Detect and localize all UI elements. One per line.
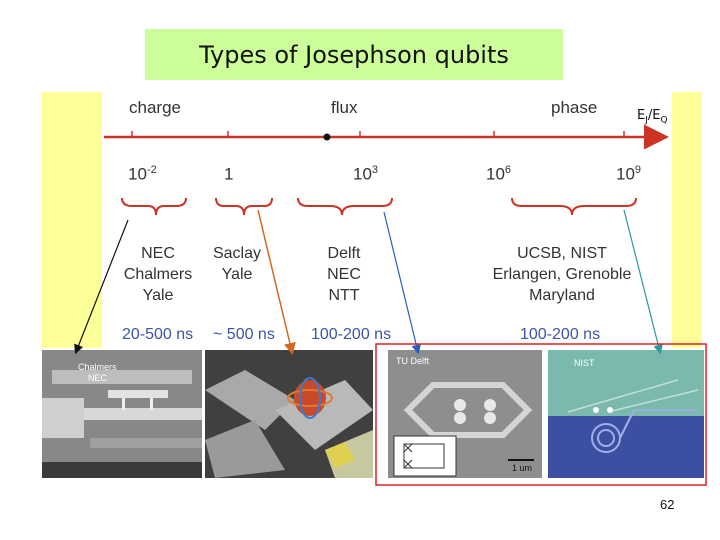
chalmers-device-sketch	[42, 350, 202, 478]
tick-exp-5: 9	[634, 164, 642, 176]
lab-name: NTT	[328, 287, 360, 304]
tick-base-2: 1	[224, 164, 234, 184]
delft-flux-qubit-photo: TU Delft 1 um	[388, 350, 542, 478]
tick-label-3: 103	[353, 164, 378, 185]
coherence-time-phase: 100-200 ns	[520, 326, 601, 343]
nist-device-sketch	[548, 350, 704, 478]
nec-label: NEC	[88, 373, 108, 383]
lab-name: Yale	[142, 287, 174, 304]
brace-flux	[297, 197, 393, 216]
header-charge: charge	[129, 98, 181, 117]
lab-name: Yale	[221, 266, 253, 283]
energy-ratio-label: EJ/EQ	[637, 108, 668, 126]
coherence-time-quantronium: ~ 500 ns	[213, 326, 275, 343]
brace-phase	[511, 197, 637, 216]
energy-axis	[104, 124, 669, 150]
tick-label-4: 106	[486, 164, 511, 185]
highlight-box	[375, 343, 707, 486]
lab-name: UCSB, NIST	[517, 245, 607, 262]
tick-base-4: 10	[486, 164, 505, 184]
scale-bar-label: 1 um	[512, 463, 533, 473]
tick-label-2: 1	[224, 164, 233, 185]
arrow-to-chalmers	[74, 219, 129, 355]
tick-exp-3: 3	[371, 164, 379, 176]
page-number: 62	[660, 497, 675, 512]
lab-name: Chalmers	[123, 266, 193, 283]
tick-label-1: 10-2	[128, 164, 157, 185]
tick-base-5: 10	[616, 164, 635, 184]
group-charge-labs: NEC Chalmers Yale	[108, 243, 208, 306]
ratio-sub-j: J	[645, 115, 648, 126]
group-quantronium-labs: Saclay Yale	[197, 243, 277, 285]
delft-device-sketch	[388, 350, 542, 478]
group-flux-labs: Delft NEC NTT	[304, 243, 384, 306]
quantronium-device-sketch	[205, 350, 373, 478]
qubit-scale-panel	[102, 92, 672, 348]
lab-name: Erlangen, Grenoble	[492, 266, 632, 283]
tick-base-3: 10	[353, 164, 372, 184]
group-braces	[121, 197, 637, 216]
chalmers-label: Chalmers	[78, 362, 117, 372]
brace-charge	[121, 197, 187, 216]
arrow-to-saclay	[257, 209, 296, 355]
lab-name: Maryland	[529, 287, 595, 304]
saclay-quantronium-photo	[205, 350, 373, 478]
lab-name: NEC	[327, 266, 361, 283]
lab-name: Delft	[327, 245, 361, 262]
slide-title: Types of Josephson qubits	[199, 40, 509, 69]
header-phase: phase	[551, 98, 598, 117]
arrow-to-delft	[383, 211, 421, 355]
chalmers-sem-photo: Chalmers NEC	[42, 350, 202, 478]
ratio-base: E	[637, 108, 646, 123]
lab-name: NEC	[141, 245, 175, 262]
delft-label: TU Delft	[396, 356, 430, 366]
header-flux: flux	[331, 98, 358, 117]
lab-name: Saclay	[212, 245, 262, 262]
tick-label-5: 109	[616, 164, 641, 185]
coherence-time-flux: 100-200 ns	[311, 326, 392, 343]
flux-marker-dot	[323, 133, 331, 141]
tick-exp-1: -2	[146, 164, 157, 176]
nist-phase-qubit-photo: NIST	[548, 350, 704, 478]
coherence-time-charge: 20-500 ns	[122, 326, 194, 343]
tick-exp-4: 6	[504, 164, 512, 176]
brace-quantronium	[215, 197, 273, 216]
arrow-to-nist	[623, 209, 663, 355]
nist-label: NIST	[574, 358, 595, 368]
tick-base-1: 10	[128, 164, 147, 184]
ratio-mid: /E	[647, 108, 661, 123]
title-box: Types of Josephson qubits	[145, 29, 563, 80]
group-phase-labs: UCSB, NIST Erlangen, Grenoble Maryland	[482, 243, 642, 306]
ratio-sub-q: Q	[660, 115, 668, 126]
